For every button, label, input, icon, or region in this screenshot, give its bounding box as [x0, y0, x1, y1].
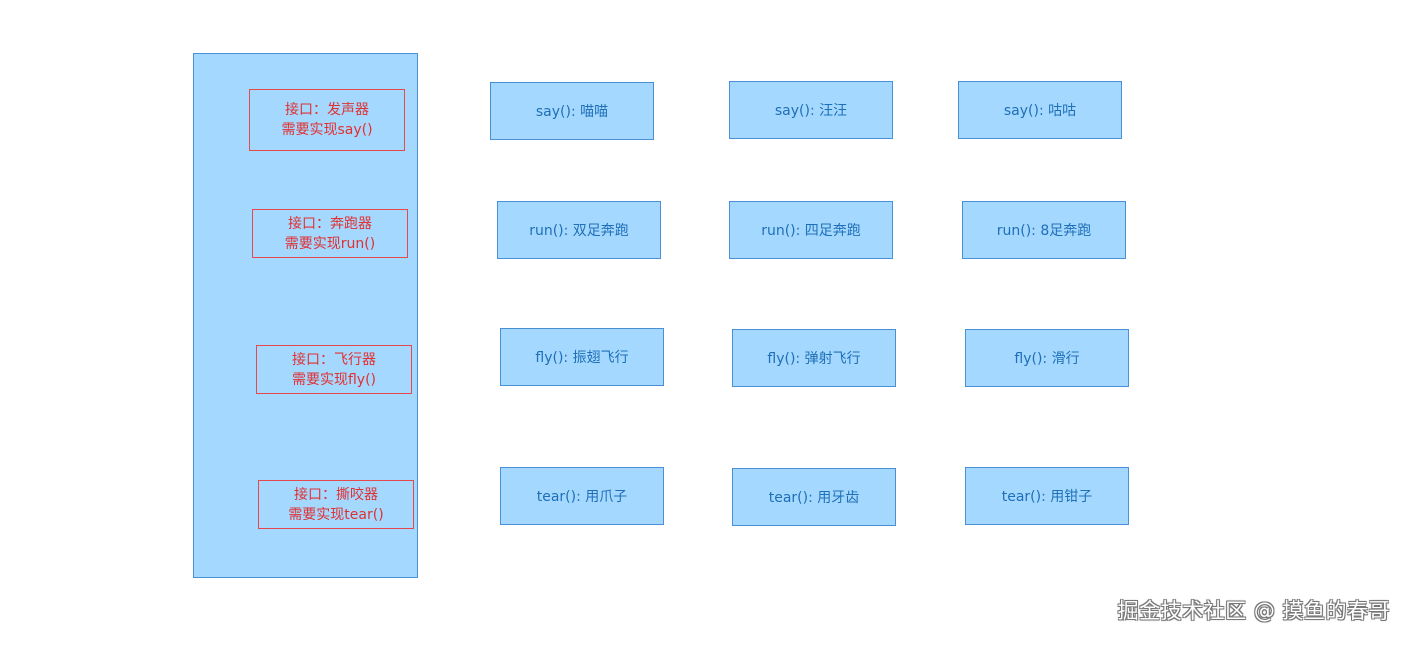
impl-tear-pincers: tear(): 用钳子: [965, 467, 1129, 525]
interface-box-sound: 接口：发声器 需要实现say(): [249, 89, 405, 151]
impl-run-eight-legs: run(): 8足奔跑: [962, 201, 1126, 259]
impl-say-bird: say(): 咕咕: [958, 81, 1122, 139]
interface-box-run: 接口：奔跑器 需要实现run(): [252, 209, 408, 258]
interface-requirement: 需要实现say(): [281, 122, 373, 138]
impl-run-biped: run(): 双足奔跑: [497, 201, 661, 259]
impl-run-quadruped: run(): 四足奔跑: [729, 201, 893, 259]
impl-tear-claws: tear(): 用爪子: [500, 467, 664, 525]
impl-tear-teeth: tear(): 用牙齿: [732, 468, 896, 526]
interface-box-tear: 接口：撕咬器 需要实现tear(): [258, 480, 414, 529]
impl-fly-launch: fly(): 弹射飞行: [732, 329, 896, 387]
interface-requirement: 需要实现run(): [284, 235, 376, 252]
interface-title: 接口：发声器: [285, 102, 369, 118]
impl-fly-glide: fly(): 滑行: [965, 329, 1129, 387]
interface-title: 接口：奔跑器: [288, 215, 372, 232]
watermark: 掘金技术社区 @ 摸鱼的春哥: [1117, 599, 1390, 623]
impl-fly-flap: fly(): 振翅飞行: [500, 328, 664, 386]
interface-box-fly: 接口：飞行器 需要实现fly(): [256, 345, 412, 394]
impl-say-dog: say(): 汪汪: [729, 81, 893, 139]
interface-title: 接口：撕咬器: [294, 486, 378, 503]
interface-requirement: 需要实现fly(): [291, 371, 377, 388]
interface-title: 接口：飞行器: [292, 351, 376, 368]
interface-requirement: 需要实现tear(): [288, 506, 384, 523]
impl-say-cat: say(): 喵喵: [490, 82, 654, 140]
